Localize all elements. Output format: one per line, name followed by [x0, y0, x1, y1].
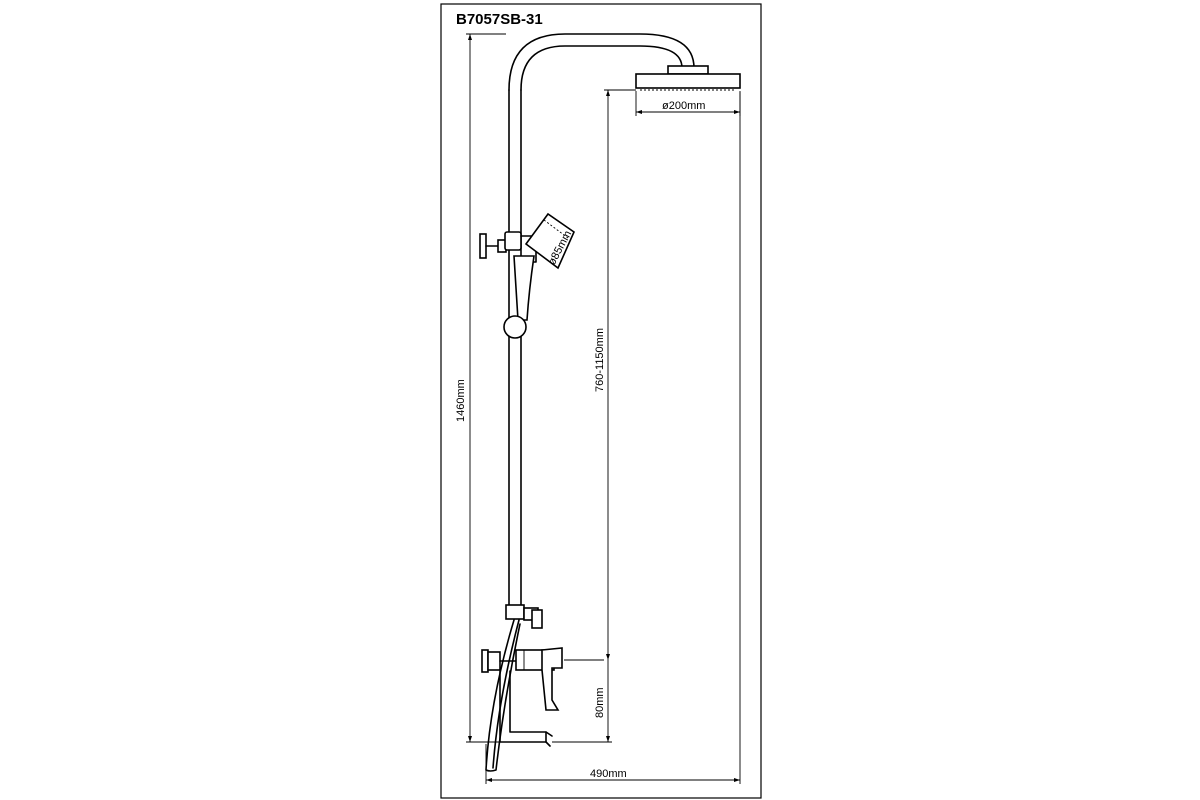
- overall-width-dimension: [485, 92, 741, 784]
- riser-pipe: [508, 33, 695, 606]
- shower-hose: [485, 619, 521, 772]
- hand-shower: [513, 212, 576, 321]
- adjustable-height-dimension: [564, 89, 636, 661]
- slide-ring: [503, 315, 527, 339]
- bath-mixer-body: [481, 647, 563, 711]
- diverter-connector: [505, 604, 543, 629]
- head-diameter-label: ø200mm: [662, 100, 705, 112]
- drawing-frame: [440, 3, 762, 799]
- model-title: B7057SB-31: [456, 11, 543, 28]
- adjustable-height-label: 760-1150mm: [594, 328, 606, 392]
- overhead-shower-head: [635, 65, 741, 91]
- spout-height-dimension: [552, 660, 612, 743]
- hand-shower-holder: [479, 231, 537, 263]
- overall-width-label: 490mm: [590, 768, 627, 780]
- spout-height-label: 80mm: [594, 687, 606, 718]
- overall-height-label: 1460mm: [455, 379, 467, 422]
- overall-height-dimension: [466, 33, 506, 743]
